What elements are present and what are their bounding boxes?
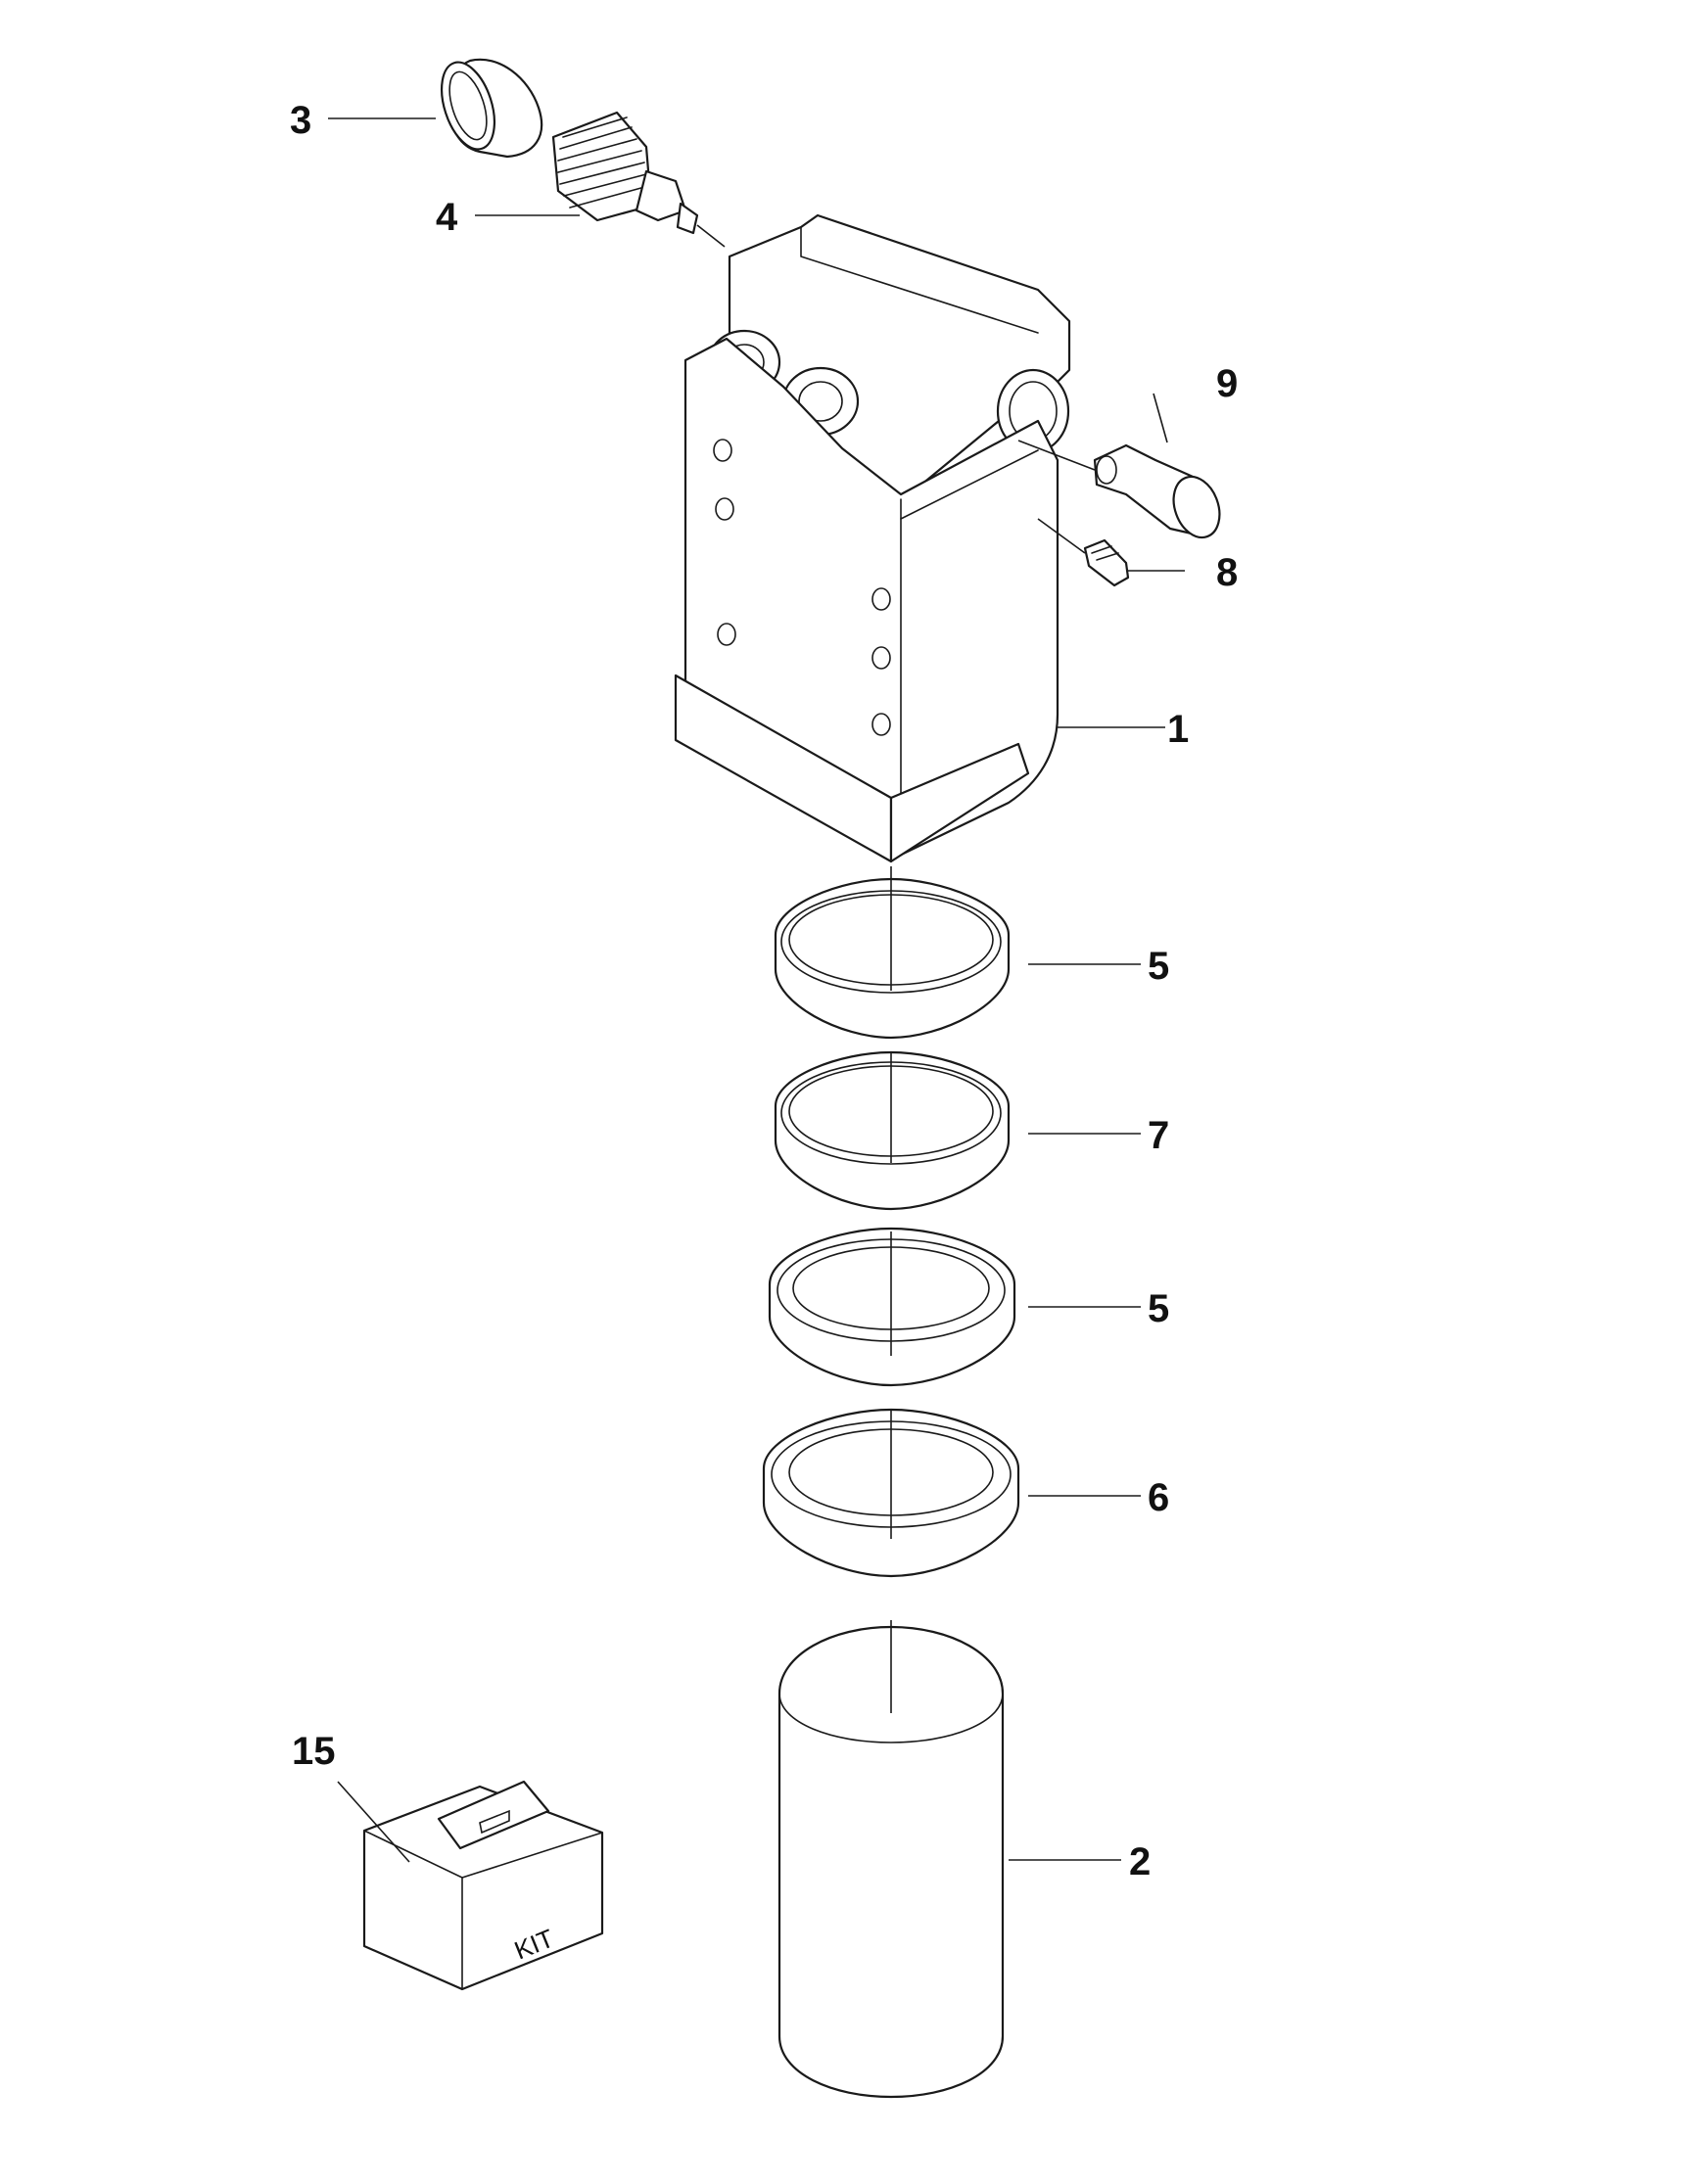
callout-2: 2 xyxy=(1129,1840,1151,1883)
part-15-kit-box: KIT xyxy=(362,1780,604,1991)
callout-15: 15 xyxy=(292,1730,336,1773)
part-5-ring-lower xyxy=(768,1227,1016,1387)
part-3-cap xyxy=(441,58,543,159)
callout-1: 1 xyxy=(1167,708,1189,751)
part-5-ring-upper xyxy=(774,877,1011,1040)
part-9-valve-fitting xyxy=(1017,440,1221,539)
part-1-housing xyxy=(674,213,1071,863)
leader-lines xyxy=(328,117,1185,1863)
callout-6: 6 xyxy=(1148,1476,1169,1519)
callout-8: 8 xyxy=(1216,551,1238,594)
callout-5-upper: 5 xyxy=(1148,945,1169,988)
callout-4: 4 xyxy=(436,196,458,239)
part-2-cartridge xyxy=(777,1625,1005,2099)
part-8-small-fitting xyxy=(1037,518,1130,587)
callout-5-lower: 5 xyxy=(1148,1287,1169,1330)
part-7-ring xyxy=(774,1050,1011,1211)
callouts: 3 4 9 8 1 5 7 5 6 2 15 xyxy=(290,99,1238,1883)
part-4-threaded-nipple xyxy=(551,111,726,248)
callout-9: 9 xyxy=(1216,362,1238,405)
callout-7: 7 xyxy=(1148,1114,1169,1157)
callout-3: 3 xyxy=(290,99,311,142)
